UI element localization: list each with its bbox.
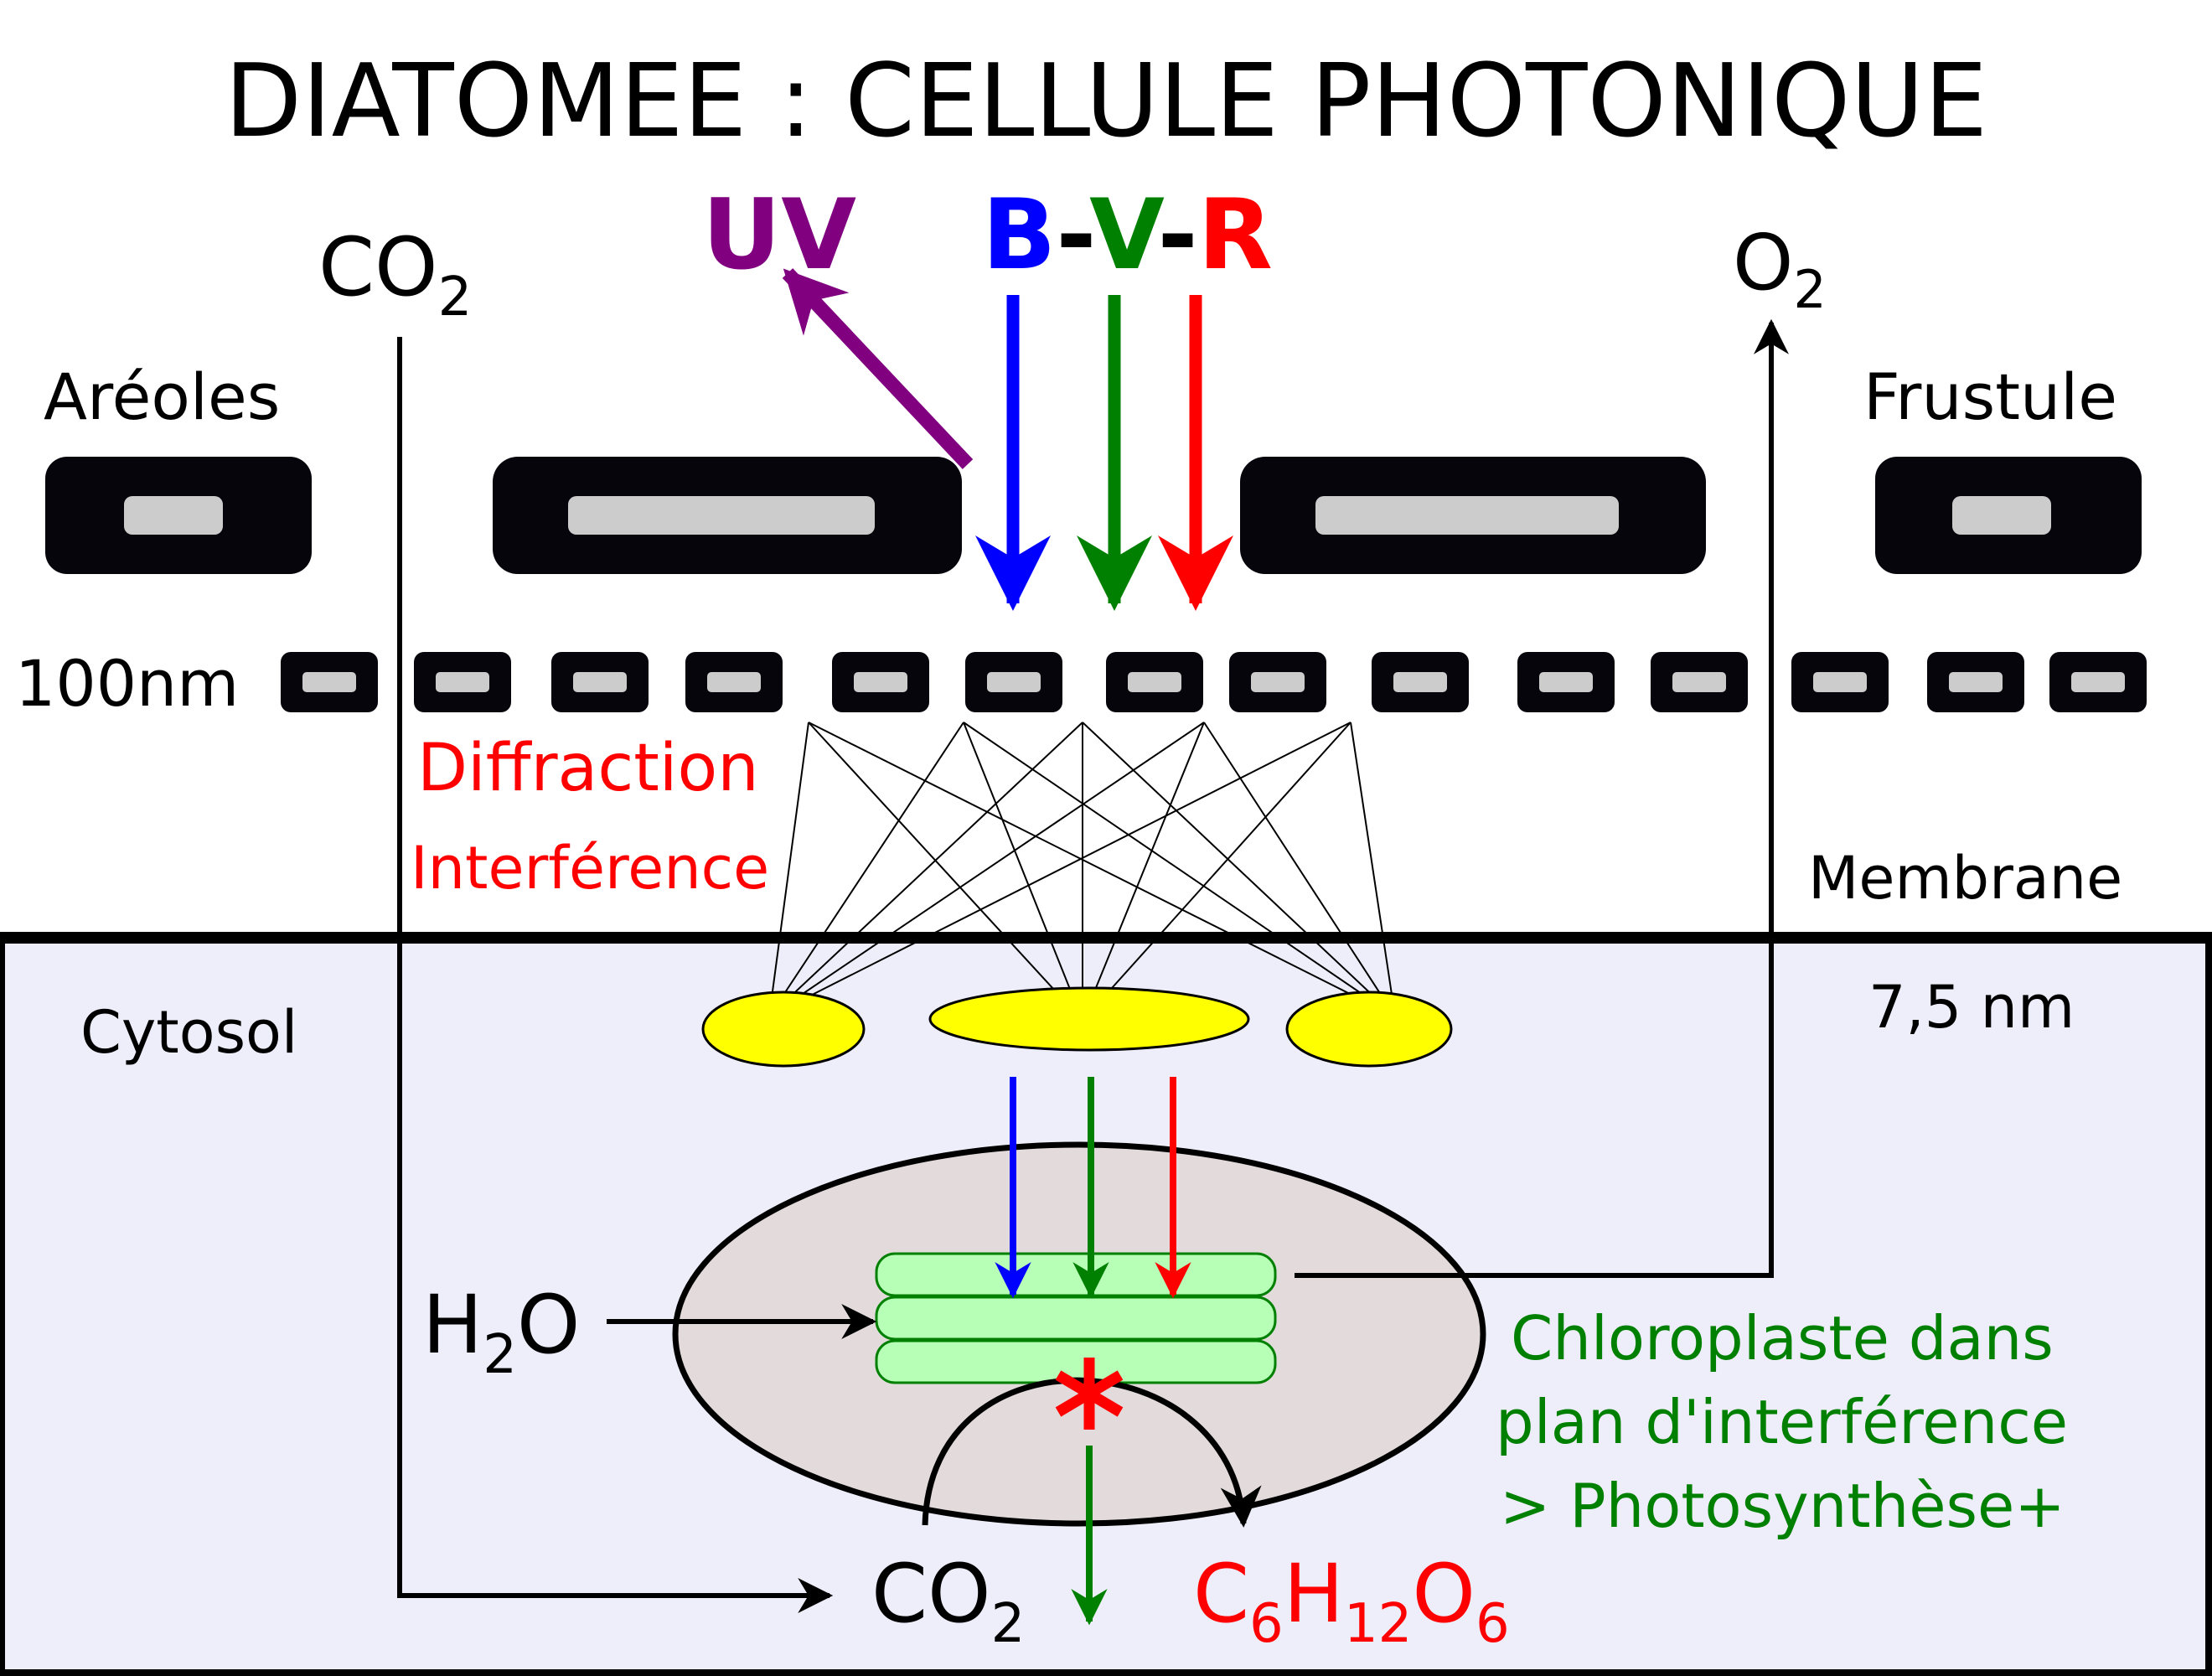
- light-spectrum-label: B-V-R: [982, 178, 1273, 292]
- areole-1: [45, 457, 312, 574]
- pore-7: [1106, 652, 1203, 712]
- pore-11: [1651, 652, 1748, 712]
- o2-top-sub: 2: [1793, 259, 1826, 320]
- pore-2: [414, 652, 511, 712]
- page-title: DIATOMEE : CELLULE PHOTONIQUE: [225, 44, 1987, 160]
- thylakoid-3: [875, 1339, 1277, 1384]
- pore-3: [551, 652, 649, 712]
- glucose-h-sub: 12: [1344, 1593, 1412, 1655]
- thylakoid-stack: [875, 1252, 1277, 1384]
- diffraction-ray: [767, 722, 1351, 1017]
- membrane-label: Membrane: [1808, 844, 2122, 913]
- glucose-label: C6H12O6: [1193, 1547, 1510, 1655]
- diffraction-ray: [963, 722, 1397, 1017]
- co2-path: [397, 337, 834, 1613]
- pore-14: [2049, 652, 2147, 712]
- co2-bottom-main: CO: [871, 1547, 991, 1641]
- separator-1: -: [1056, 178, 1091, 292]
- h2o-h: H: [422, 1278, 483, 1372]
- areole-4: [1875, 457, 2142, 574]
- scale-100nm-label: 100nm: [15, 646, 239, 721]
- cytosol-label: Cytosol: [80, 998, 297, 1067]
- diffraction-ray: [764, 722, 809, 1018]
- chloroplast-caption-line-2: plan d'interférence: [1496, 1387, 2068, 1457]
- pore-1: [281, 652, 378, 712]
- areole-3: [1240, 457, 1706, 574]
- glucose-h: H: [1284, 1547, 1344, 1641]
- pore-12: [1791, 652, 1889, 712]
- glucose-c-sub: 6: [1249, 1593, 1284, 1655]
- frustule-label: Frustule: [1863, 360, 2117, 434]
- pore-row: [281, 652, 2147, 712]
- o2-path: [1295, 318, 1789, 1278]
- pore-9: [1372, 652, 1469, 712]
- h2o-o: O: [517, 1278, 581, 1372]
- green-label: V: [1089, 178, 1165, 292]
- diffraction-ray: [768, 722, 964, 1018]
- glucose-o: O: [1412, 1547, 1476, 1641]
- red-label: R: [1198, 178, 1273, 292]
- o2-top-main: O: [1733, 218, 1793, 308]
- diffraction-ray: [808, 722, 1397, 1017]
- co2-top-label: CO2: [318, 220, 472, 328]
- focus-spot-left: [701, 991, 866, 1068]
- membrane-thickness-label: 7,5 nm: [1868, 973, 2075, 1042]
- chloroplast-caption-line-3: > Photosynthèse+: [1500, 1471, 2065, 1541]
- diffraction-lines: [764, 722, 1400, 1022]
- uv-label: UV: [702, 178, 856, 292]
- separator-2: -: [1157, 178, 1197, 292]
- pore-5: [832, 652, 929, 712]
- diffraction-ray: [808, 722, 1083, 1022]
- diffraction-ray: [1081, 722, 1205, 1022]
- co2-bottom-label: CO2: [871, 1547, 1025, 1655]
- pore-6: [965, 652, 1062, 712]
- diffraction-ray: [963, 722, 1084, 1022]
- focus-spot-right: [1285, 991, 1453, 1068]
- reaction-arc: [922, 1377, 1262, 1528]
- diffraction-ray: [767, 722, 1083, 1017]
- co2-top-main: CO: [318, 220, 438, 314]
- glucose-c: C: [1193, 1547, 1249, 1641]
- blue-label: B: [982, 178, 1056, 292]
- co2-top-sub: 2: [438, 266, 473, 328]
- diffraction-ray: [1203, 722, 1396, 1018]
- diffraction-label: Diffraction: [417, 731, 759, 806]
- h2o-label: H2O: [422, 1278, 580, 1386]
- h2o-sub: 2: [483, 1324, 517, 1386]
- pore-10: [1517, 652, 1615, 712]
- chloroplast-caption-line-1: Chloroplaste dans: [1511, 1303, 2054, 1373]
- diffraction-ray: [1350, 722, 1400, 1018]
- thylakoid-2: [875, 1296, 1277, 1341]
- glucose-o-sub: 6: [1476, 1593, 1510, 1655]
- diffraction-ray: [1082, 722, 1351, 1022]
- thylakoid-1: [875, 1252, 1277, 1297]
- interference-label: Interférence: [411, 834, 769, 903]
- diffraction-ray: [767, 722, 1205, 1017]
- diffraction-ray: [1082, 722, 1397, 1017]
- pore-4: [685, 652, 783, 712]
- areole-2: [493, 457, 962, 574]
- o2-top-label: O2: [1733, 218, 1827, 320]
- areoles-label: Aréoles: [44, 360, 280, 434]
- uv-arrow: [782, 268, 974, 469]
- pore-13: [1927, 652, 2024, 712]
- reaction-star-icon: [1055, 1358, 1124, 1430]
- co2-bottom-sub: 2: [991, 1593, 1026, 1655]
- pore-8: [1229, 652, 1326, 712]
- focus-spot-center: [928, 986, 1250, 1052]
